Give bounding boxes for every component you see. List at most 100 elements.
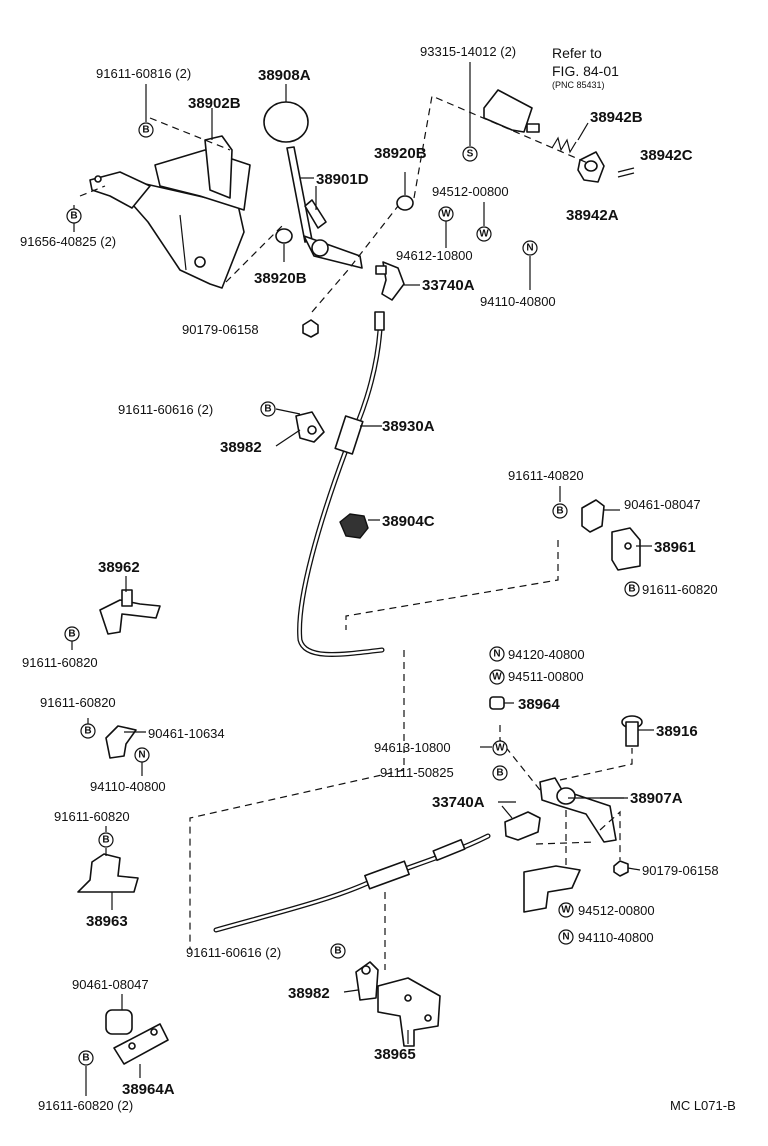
bolt-symbol (492, 765, 508, 781)
part-number-91611-60616-low: 91611-60616 (2) (186, 945, 281, 960)
lever-38901d-drawing (286, 146, 363, 269)
spring-38942b-drawing (551, 122, 589, 154)
part-number-38942a: 38942A (566, 207, 619, 224)
bolt-symbol (98, 832, 114, 848)
part-number-91611-60616-top: 91611-60616 (2) (118, 402, 213, 417)
part-number-90461-08047-right: 90461-08047 (624, 497, 701, 512)
nut-symbol (489, 646, 505, 662)
part-number-38942c: 38942C (640, 147, 693, 164)
bolt-symbol (138, 122, 154, 138)
part-number-38908a: 38908A (258, 67, 311, 84)
part-number-94511-00800: 94511-00800 (508, 669, 584, 684)
part-number-38982-low: 38982 (288, 985, 330, 1002)
cable-lower-drawing (213, 833, 491, 933)
part-93315-14012-drawing (483, 89, 540, 133)
bolt-38916-drawing (621, 715, 654, 747)
bushing-38920b-drawings (275, 172, 414, 262)
bracket-38965-drawing (377, 977, 441, 1047)
bolt-symbol (78, 1050, 94, 1066)
bracket-90461-10634-drawing (105, 725, 137, 759)
part-number-94512-00800-top: 94512-00800 (432, 184, 509, 199)
part-number-38961: 38961 (654, 539, 696, 556)
bracket-38964a-drawing (105, 1009, 169, 1065)
part-number-91611-60820-right: 91611-60820 (642, 582, 718, 597)
part-number-94110-40800-low: 94110-40800 (578, 930, 654, 945)
washer-symbol (438, 206, 454, 222)
grommet-38904c-drawing (339, 513, 380, 539)
washer-symbol (489, 669, 505, 685)
bolt-symbol (80, 723, 96, 739)
part-number-91611-40820: 91611-40820 (508, 468, 584, 483)
bolt-symbol (64, 626, 80, 642)
refer-to-text: Refer to (552, 45, 602, 61)
part-number-38964: 38964 (518, 696, 560, 713)
nut-symbol (522, 240, 538, 256)
cable-38930a-drawing (297, 311, 385, 657)
part-number-38904c: 38904C (382, 513, 435, 530)
part-number-38963: 38963 (86, 913, 128, 930)
part-number-94612-10800: 94612-10800 (396, 248, 473, 263)
part-number-93315-14012: 93315-14012 (2) (420, 44, 516, 59)
bushing-38964-drawing (489, 696, 505, 710)
part-number-94512-00800-low: 94512-00800 (578, 903, 655, 918)
part-number-94110-40800-top: 94110-40800 (480, 294, 556, 309)
part-number-38964a: 38964A (122, 1081, 175, 1098)
refer-fig-text: FIG. 84-01 (552, 63, 619, 79)
washer-symbol (492, 740, 508, 756)
nut-symbol (558, 929, 574, 945)
part-number-94613-10800: 94613-10800 (374, 740, 451, 755)
part-number-90179-06158-low: 90179-06158 (642, 863, 719, 878)
bracket-38961-drawing (581, 499, 641, 571)
part-number-91611-60816: 91611-60816 (2) (96, 66, 191, 81)
bolt-symbol (66, 208, 82, 224)
figure-code: MC L071-B (670, 1098, 736, 1113)
bracket-38962-drawing (99, 589, 161, 635)
part-number-91656-40825: 91656-40825 (2) (20, 234, 116, 249)
bolt-symbol (330, 943, 346, 959)
bolt-symbol (260, 401, 276, 417)
nut-90179-06158-low-drawing (613, 860, 629, 877)
part-number-94110-40800-left: 94110-40800 (90, 779, 166, 794)
clip-38982-low-drawing (355, 961, 379, 1001)
bracket-38902b-drawing (89, 135, 251, 289)
nut-symbol (134, 747, 150, 763)
part-number-91111-50825: 91111-50825 (380, 765, 454, 780)
bolt-symbol (552, 503, 568, 519)
ball-joint-33740a-top-drawing (375, 261, 420, 301)
refer-pnc-text: (PNC 85431) (552, 80, 605, 90)
bolt-symbol (624, 581, 640, 597)
part-number-38907a: 38907A (630, 790, 683, 807)
part-number-91611-60820-b: 91611-60820 (40, 695, 116, 710)
knob-38908a-drawing (263, 84, 309, 143)
washer-symbol (558, 902, 574, 918)
part-number-38982-top: 38982 (220, 439, 262, 456)
nut-90179-06158-top-drawing (302, 319, 319, 338)
part-number-38920b-top: 38920B (374, 145, 427, 162)
part-number-38962: 38962 (98, 559, 140, 576)
part-number-90461-08047-left: 90461-08047 (72, 977, 149, 992)
cap-38942a-drawing (577, 151, 605, 183)
part-number-90179-06158-top: 90179-06158 (182, 322, 259, 337)
part-number-38902b: 38902B (188, 95, 241, 112)
ball-joint-33740a-low-drawing (501, 805, 541, 841)
part-number-38965: 38965 (374, 1046, 416, 1063)
part-number-91611-60820-d: 91611-60820 (2) (38, 1098, 133, 1113)
lever-38907a-drawing (539, 777, 628, 843)
screw-symbol (462, 146, 478, 162)
washer-symbol (476, 226, 492, 242)
part-number-94120-40800: 94120-40800 (508, 647, 585, 662)
part-number-38901d: 38901D (316, 171, 369, 188)
clip-38982-top-drawing (295, 411, 325, 443)
part-number-38916: 38916 (656, 723, 698, 740)
part-number-91611-60820-c: 91611-60820 (54, 809, 130, 824)
part-number-38942b: 38942B (590, 109, 643, 126)
part-number-33740a-top: 33740A (422, 277, 475, 294)
pin-38942c-drawing (617, 167, 635, 178)
part-labels: 93315-14012 (2) Refer to FIG. 84-01 (PNC… (20, 44, 736, 1113)
part-number-38920b-low: 38920B (254, 270, 307, 287)
part-number-91611-60820-a: 91611-60820 (22, 655, 98, 670)
dashed-guides (79, 95, 633, 970)
part-number-33740a-low: 33740A (432, 794, 485, 811)
bracket-38963-drawing (77, 853, 139, 893)
